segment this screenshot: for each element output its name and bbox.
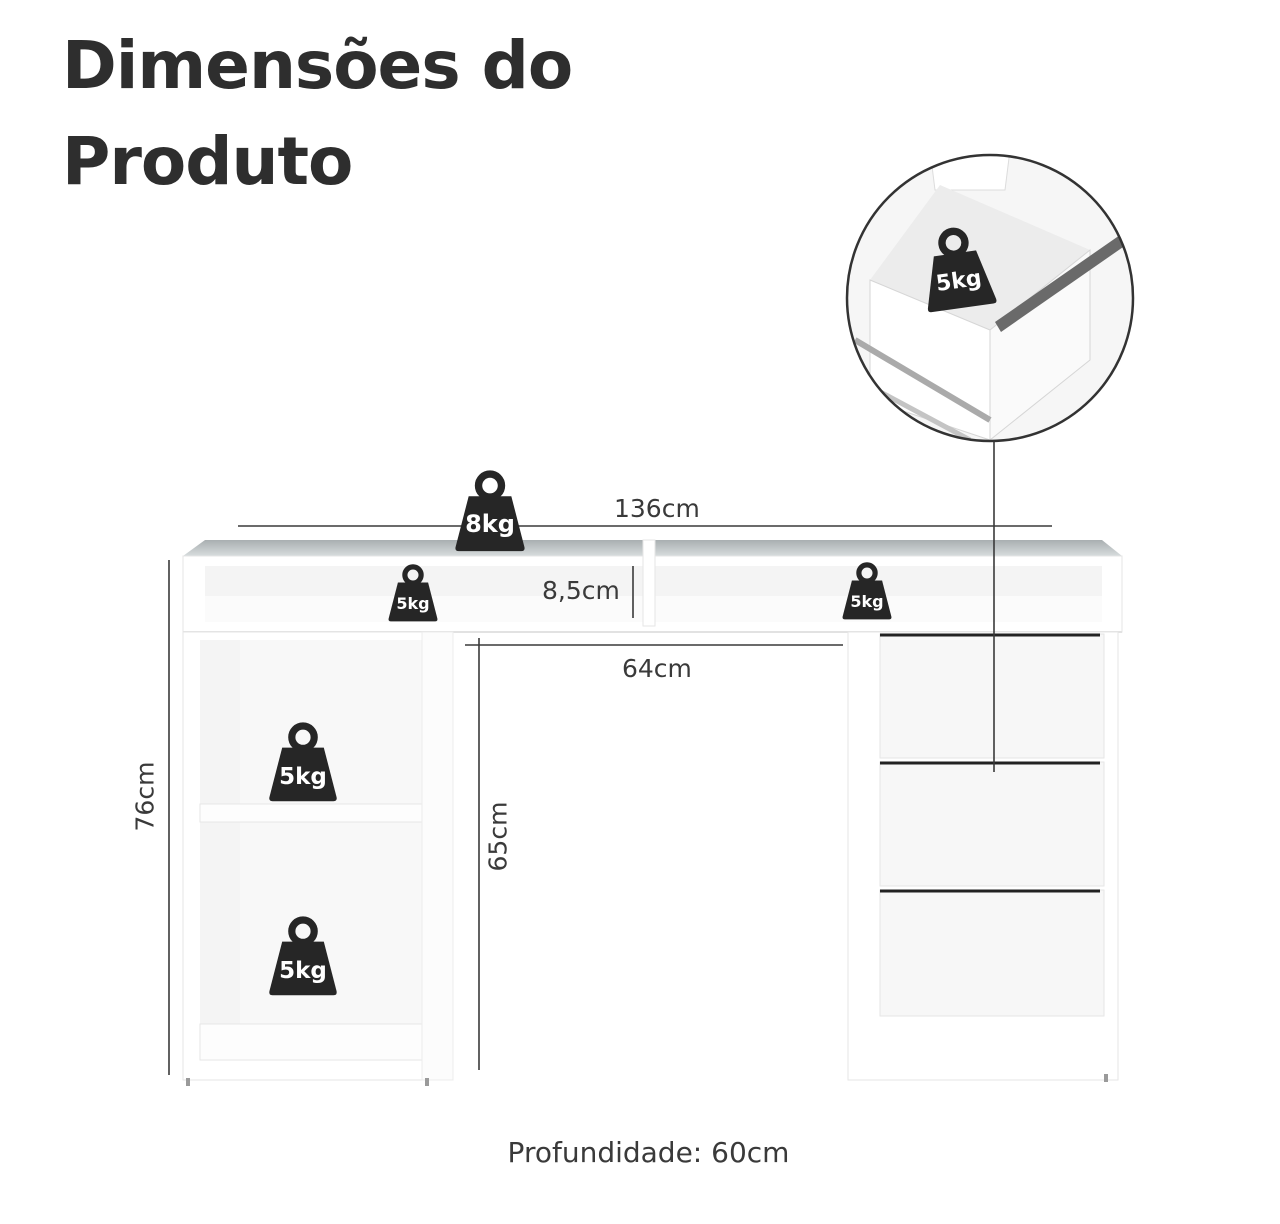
weight-label-top: 8kg xyxy=(465,510,515,538)
niche-height-label: 8,5cm xyxy=(542,576,620,605)
weight-label-niche-right: 5kg xyxy=(850,592,883,611)
dimension-lines xyxy=(168,440,1052,1075)
weight-label-niche-left: 5kg xyxy=(396,594,429,613)
leg-height-label: 65cm xyxy=(483,801,513,872)
weight-badge-shelf-upper: 5kg xyxy=(269,726,336,801)
weight-badge-shelf-lower: 5kg xyxy=(269,920,336,995)
niche-divider xyxy=(642,539,656,627)
drawer-2 xyxy=(879,761,1105,887)
width-label: 136cm xyxy=(614,494,700,523)
drawer-3 xyxy=(879,889,1105,1017)
page-title: Dimensões do Produto xyxy=(62,18,573,210)
weight-badge-drawer: 5kg xyxy=(918,227,997,313)
total-height-label: 76cm xyxy=(130,761,160,832)
drawer-1 xyxy=(879,633,1105,759)
weight-label-shelf-lower: 5kg xyxy=(279,958,327,984)
weight-badge-niche-left: 5kg xyxy=(389,567,438,622)
depth-label: Profundidade: 60cm xyxy=(507,1136,790,1169)
weight-badge-niche-right: 5kg xyxy=(843,565,892,620)
title-line-2: Produto xyxy=(62,123,353,200)
desk xyxy=(182,539,1123,1086)
left-cabinet xyxy=(182,631,454,1086)
weight-label-shelf-upper: 5kg xyxy=(279,764,327,790)
inner-width-label: 64cm xyxy=(622,654,692,683)
right-cabinet xyxy=(847,631,1119,1082)
weight-badge-top: 8kg xyxy=(455,474,524,551)
title-line-1: Dimensões do xyxy=(62,27,573,104)
